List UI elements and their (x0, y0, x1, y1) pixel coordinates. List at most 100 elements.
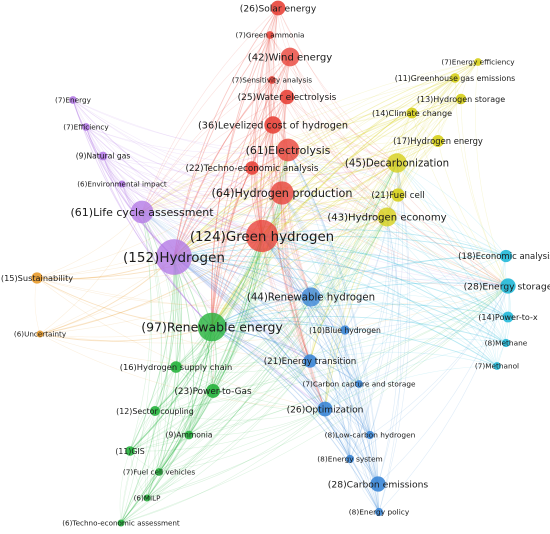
node-carbon-em[interactable] (370, 476, 386, 492)
node-energy[interactable] (69, 96, 77, 104)
link-lcoh-etrans (271, 124, 311, 362)
link-ccs-epolicy (357, 383, 380, 513)
node-tea[interactable] (245, 161, 259, 175)
link-ammonia-gis (129, 434, 190, 452)
link-sustain-green_h2 (36, 235, 263, 280)
node-estorage[interactable] (500, 278, 516, 294)
node-esystem[interactable] (345, 454, 355, 464)
link-sensitivity-etrans (268, 79, 311, 362)
link-energy_eff-climate (411, 61, 479, 114)
node-efficiency[interactable] (82, 123, 90, 131)
link-tea-optim (251, 167, 326, 410)
label-climate: (14)Climate change (372, 108, 452, 118)
node-lca[interactable] (130, 200, 154, 224)
node-gis[interactable] (125, 446, 135, 456)
link-milp-etrans (146, 360, 311, 499)
node-supply[interactable] (170, 361, 182, 373)
label-tea-assess: (6)Techno-economic assessment (62, 519, 180, 528)
link-econ-optim (324, 255, 507, 410)
link-p2g-lca (141, 211, 214, 392)
node-fcv[interactable] (155, 468, 163, 476)
link-electrolysis-hydrogen (173, 149, 289, 258)
node-h2economy[interactable] (377, 207, 397, 227)
node-ccs[interactable] (355, 380, 363, 388)
link-energy_eff-optim (324, 61, 479, 410)
node-uncert[interactable] (36, 330, 44, 338)
node-methanol[interactable] (493, 362, 501, 370)
link-blue_h2-ccs (344, 329, 360, 385)
link-lcoh-ren_h2 (272, 124, 312, 298)
node-etrans[interactable] (303, 354, 317, 368)
link-sector-hydrogen (154, 256, 177, 412)
link-gis-optim (129, 408, 326, 452)
node-econ[interactable] (499, 249, 513, 263)
node-decarb[interactable] (387, 153, 407, 173)
link-esystem-decarb (349, 162, 400, 460)
link-energy_eff-h2energy (437, 61, 479, 142)
link-natgas-electrolysis (102, 149, 289, 165)
link-carbon_em-estorage (377, 285, 509, 485)
node-green-h2[interactable] (245, 219, 279, 253)
link-carbon_em-electrolysis (287, 149, 379, 485)
node-h2prod[interactable] (270, 181, 294, 205)
link-esystem-ren_energy (211, 326, 351, 460)
node-solar[interactable] (270, 0, 286, 16)
node-sensitivity[interactable] (268, 76, 276, 84)
link-env_impact-h2prod (121, 183, 283, 199)
link-fcv-etrans (158, 360, 311, 473)
link-milp-lca (141, 211, 163, 499)
link-sensitivity-hydrogen (173, 79, 273, 258)
link-solar-ren_energy (211, 7, 279, 328)
link-p2g-milp (146, 390, 214, 499)
label-esystem: (8)Energy system (317, 455, 382, 464)
node-ren-h2[interactable] (301, 287, 321, 307)
node-hydrogen[interactable] (156, 239, 192, 275)
node-natgas[interactable] (98, 151, 108, 161)
link-water_elec-optim (282, 96, 326, 410)
node-fuelcell[interactable] (391, 188, 405, 202)
link-methanol-decarb (396, 162, 498, 367)
node-h2storage[interactable] (455, 93, 467, 105)
node-energy-eff[interactable] (474, 58, 482, 66)
link-esystem-ren_h2 (310, 296, 351, 460)
node-env-impact[interactable] (118, 180, 126, 188)
link-optim-ren_energy (211, 326, 326, 410)
link-estorage-lca (141, 211, 509, 287)
link-fcv-optim (158, 408, 326, 473)
node-water-elec[interactable] (279, 89, 295, 105)
link-water_elec-decarb (286, 96, 398, 164)
link-wind-tea (251, 56, 291, 169)
node-wind[interactable] (280, 47, 300, 67)
node-lcoh[interactable] (264, 116, 282, 134)
node-epolicy[interactable] (374, 507, 384, 517)
link-econ-etrans (309, 255, 507, 362)
node-sector[interactable] (149, 405, 161, 417)
node-methane[interactable] (501, 338, 511, 348)
node-ghg[interactable] (450, 73, 460, 83)
link-decarb-etrans (309, 162, 398, 362)
link-natgas-h2prod (102, 155, 283, 194)
node-lowcarbon[interactable] (365, 430, 375, 440)
node-climate[interactable] (406, 107, 418, 119)
node-milp[interactable] (143, 494, 151, 502)
link-green_ammonia-ren_energy (211, 34, 271, 328)
node-p2g[interactable] (206, 384, 220, 398)
node-electrolysis[interactable] (276, 138, 300, 162)
link-methanol-lca (141, 211, 498, 367)
node-optim[interactable] (317, 401, 333, 417)
node-tea-assess[interactable] (117, 519, 125, 527)
node-h2energy[interactable] (432, 135, 444, 147)
node-green-ammonia[interactable] (266, 31, 274, 39)
node-blue-h2[interactable] (340, 325, 350, 335)
link-epolicy-estorage (378, 285, 509, 513)
link-h2storage-lca (141, 98, 462, 213)
node-sustain[interactable] (31, 272, 43, 284)
node-ammonia[interactable] (184, 430, 194, 440)
link-tea-ren_energy (211, 167, 253, 328)
link-estorage-hydrogen (173, 248, 509, 287)
node-ren-energy[interactable] (197, 312, 227, 342)
link-ghg-lca (141, 77, 456, 213)
link-sustain-estorage (36, 277, 509, 311)
node-p2x[interactable] (502, 311, 514, 323)
